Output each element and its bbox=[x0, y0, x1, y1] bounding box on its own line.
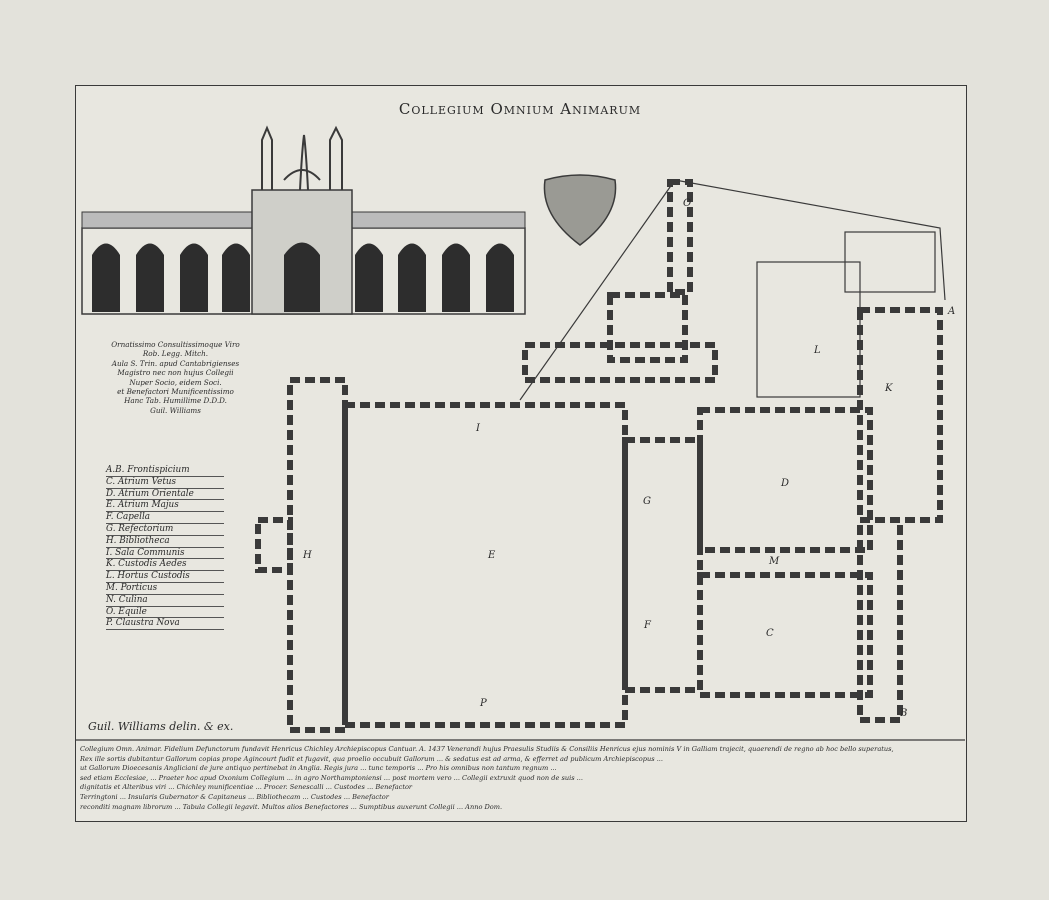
legend-scroll: A.B. Frontispicium C. Atrium Vetus D. At… bbox=[106, 465, 236, 631]
legend-item: O. Equile bbox=[106, 607, 224, 619]
plan-label-h: H bbox=[303, 550, 312, 561]
notes-line: Terringtoni ... Insularis Gubernator & C… bbox=[80, 792, 389, 801]
legend-item: D. Atrium Orientale bbox=[106, 489, 224, 501]
plan-label-d: D bbox=[781, 478, 790, 489]
plan-label-c: C bbox=[766, 628, 774, 639]
arch bbox=[180, 243, 208, 312]
legend-item: H. Bibliotheca bbox=[106, 536, 224, 548]
arch bbox=[136, 243, 164, 312]
dedication-line: Ornatissimo Consultissimoque Viro bbox=[111, 340, 240, 349]
legend-item: K. Custodis Aedes bbox=[106, 559, 224, 572]
plan-walls bbox=[255, 179, 943, 733]
plan-title-banner: Collegium Omnium Animarum bbox=[398, 100, 642, 118]
legend-item: G. Refectorium bbox=[106, 524, 224, 536]
plan-label-k: K bbox=[885, 383, 893, 394]
coat-of-arms bbox=[543, 174, 617, 246]
plan-label-p: P bbox=[480, 698, 487, 709]
historical-notes: Collegium Omn. Animar. Fidelium Defuncto… bbox=[80, 745, 960, 812]
legend-item: M. Porticus bbox=[106, 583, 224, 595]
dedication-line: Guil. Williams bbox=[150, 405, 201, 415]
notes-line: reconditi magnam librorum ... Tabula Col… bbox=[80, 802, 503, 811]
arch bbox=[355, 243, 383, 312]
plan-label-e: E bbox=[488, 550, 496, 561]
dedication-line: Rob. Legg. Mitch. bbox=[142, 349, 209, 359]
dedication-line: Magistro nec non hujus Collegii bbox=[117, 368, 234, 378]
arch bbox=[442, 243, 470, 312]
plan-label-m: M bbox=[769, 556, 780, 567]
notes-line: ut Gallorum Dioecesanis Angliciani de ju… bbox=[80, 764, 557, 773]
dedication-line: Nuper Socio, eidem Soci. bbox=[129, 377, 222, 387]
legend-item: P. Claustra Nova bbox=[106, 618, 224, 631]
dedication-line: Aula S. Trin. apud Cantabrigienses bbox=[111, 358, 240, 368]
plan-label-l: L bbox=[814, 345, 821, 356]
plan-label-f: F bbox=[644, 620, 651, 631]
plan-label-a: A bbox=[948, 306, 956, 317]
legend-item: N. Culina bbox=[106, 595, 224, 607]
plan-label-b: B bbox=[900, 708, 908, 719]
legend-item: F. Capella bbox=[106, 512, 224, 524]
central-gate-arch bbox=[284, 242, 320, 312]
notes-line: Collegium Omn. Animar. Fidelium Defuncto… bbox=[80, 745, 894, 753]
engraver-credit: Guil. Williams delin. & ex. bbox=[88, 720, 234, 733]
arch bbox=[92, 243, 120, 312]
dedication-cartouche: Ornatissimo Consultissimoque Viro Rob. L… bbox=[98, 340, 253, 415]
engraving-frame bbox=[75, 85, 967, 822]
arch bbox=[486, 243, 514, 312]
arch bbox=[222, 243, 250, 312]
notes-line: Rex ille sortis dubitantur Gallorum copi… bbox=[80, 754, 663, 763]
plan-label-o: O bbox=[683, 198, 692, 209]
dedication-line: et Benefactori Munificentissimo bbox=[117, 387, 234, 397]
notes-line: dignitatis et Alteribus viri ... Chichle… bbox=[80, 783, 413, 792]
arch bbox=[398, 243, 426, 312]
legend-item: E. Atrium Majus bbox=[106, 500, 224, 513]
legend-item: I. Sala Communis bbox=[106, 548, 224, 560]
dedication-line: Hanc Tab. Humillime D.D.D. bbox=[124, 396, 227, 406]
legend-item: A.B. Frontispicium bbox=[106, 465, 224, 477]
legend-item: L. Hortus Custodis bbox=[106, 571, 224, 583]
legend-item: C. Atrium Vetus bbox=[106, 477, 224, 489]
plan-label-i: I bbox=[476, 423, 480, 434]
plan-label-g: G bbox=[643, 496, 651, 507]
notes-line: sed etiam Ecclesiae, ... Praeter hoc apu… bbox=[80, 773, 583, 782]
